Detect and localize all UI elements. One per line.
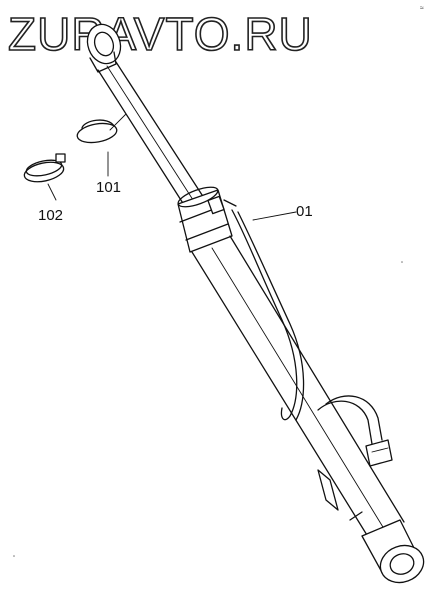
hydraulic-lines [231,209,393,467]
leader-line-01 [252,211,297,221]
callout-101: 101 [96,179,121,196]
hydraulic-cylinder [86,23,425,584]
scan-speck [401,261,403,263]
scan-speck [13,555,15,557]
cylinder-tube [191,235,405,541]
bottom-eye [361,519,425,584]
part-102-ring [23,153,66,183]
cylinder-head [177,186,237,253]
corner-mark: ≈ [420,5,424,12]
callout-102: 102 [38,207,63,224]
part-101-ring [76,113,127,144]
leader-line-102 [47,183,57,201]
callout-01: 01 [296,203,313,220]
tube-clamps [317,469,363,521]
rod-end-eye [86,23,122,73]
watermark-text: ZURAVTO.RU [8,8,313,60]
piston-rod [97,61,205,209]
